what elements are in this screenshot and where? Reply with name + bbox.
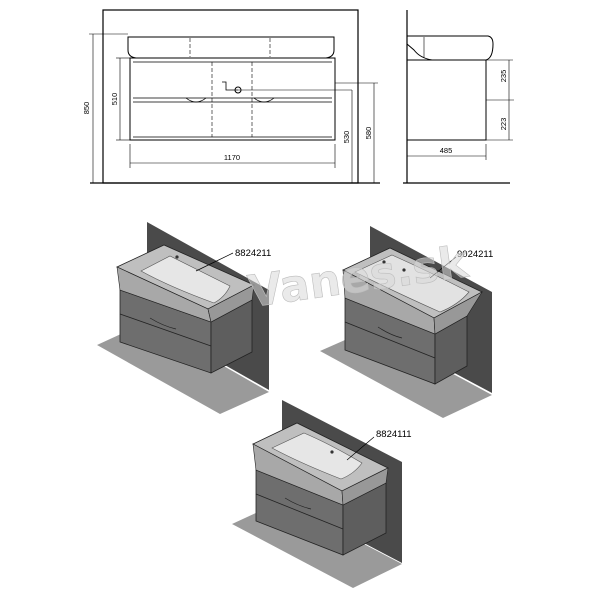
front-basin-outline bbox=[127, 36, 335, 59]
variant-code-label: 8824211 bbox=[235, 248, 271, 259]
tap-hole bbox=[175, 255, 179, 259]
dim-width: 1170 bbox=[224, 153, 240, 162]
dim-upper: 235 bbox=[499, 70, 508, 83]
dim-total-height: 850 bbox=[82, 102, 91, 115]
variant-illustration-2: 9024211 bbox=[320, 226, 493, 418]
tap-hole bbox=[330, 450, 334, 454]
dim-cabinet-height: 510 bbox=[110, 93, 119, 106]
basin-side bbox=[433, 291, 483, 335]
tap-hole bbox=[402, 268, 406, 272]
front-cabinet-drawers bbox=[133, 61, 332, 138]
drawer-divider bbox=[119, 313, 212, 347]
label-leader bbox=[346, 436, 375, 461]
tap-hole bbox=[382, 260, 386, 264]
dim-lower: 223 bbox=[499, 118, 508, 131]
side-basin-outline bbox=[406, 35, 494, 61]
basin-bowl bbox=[354, 254, 470, 313]
variant-illustration-1: 8824211 bbox=[97, 222, 271, 414]
label-leader bbox=[429, 256, 457, 279]
front-cabinet-handles bbox=[185, 97, 275, 103]
drawer-handle bbox=[284, 497, 312, 510]
drawer-handle bbox=[377, 326, 403, 339]
front-siphon bbox=[222, 81, 238, 91]
side-cabinet-outline bbox=[406, 59, 487, 141]
front-view bbox=[89, 9, 380, 184]
front-dimension-texts: 850 510 1170 530 580 bbox=[82, 93, 373, 162]
dim-floor-to-basin: 580 bbox=[364, 127, 373, 140]
variant-code-label: 9024211 bbox=[457, 249, 493, 260]
label-leader bbox=[195, 252, 234, 272]
dim-floor-to-top: 530 bbox=[342, 131, 351, 144]
variant-code-label: 8824111 bbox=[376, 429, 412, 440]
side-dimension-lines bbox=[407, 59, 513, 160]
drawer-handle bbox=[149, 317, 177, 330]
basin-bowl bbox=[140, 255, 231, 304]
front-cabinet-outline bbox=[129, 57, 336, 141]
front-dimension-lines bbox=[89, 33, 378, 183]
side-dimension-texts: 485 235 223 bbox=[440, 70, 508, 155]
drawer-divider bbox=[344, 321, 436, 359]
basin-bowl bbox=[271, 432, 363, 480]
basin-side bbox=[341, 467, 389, 506]
dim-depth: 485 bbox=[440, 146, 453, 155]
side-view bbox=[403, 10, 514, 184]
drawer-divider bbox=[255, 493, 344, 530]
variant-illustration-3: 8824111 bbox=[232, 400, 412, 588]
basin-side bbox=[207, 284, 255, 323]
